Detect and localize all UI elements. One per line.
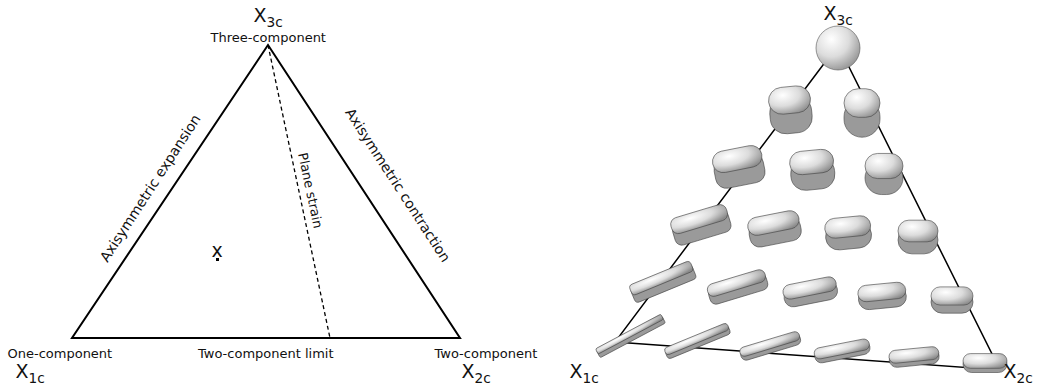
shape-glyph — [782, 276, 839, 309]
shape-glyph — [629, 260, 697, 303]
axis-label: x — [212, 241, 223, 260]
shape-glyph — [816, 26, 860, 70]
left-triangle — [72, 45, 460, 338]
shape-glyph — [963, 354, 1007, 373]
shape-glyph — [711, 144, 767, 191]
shape-glyph — [898, 220, 938, 254]
axis-label: Two-component — [435, 347, 538, 360]
axis-label: Three-component — [211, 31, 326, 44]
axis-label: X1c — [570, 362, 599, 385]
shape-glyph — [669, 203, 733, 247]
plane-strain-line — [268, 45, 330, 338]
axis-label: X2c — [462, 362, 491, 385]
shape-glyph — [706, 268, 770, 305]
axis-label: X3c — [824, 4, 853, 27]
shape-glyph — [789, 148, 837, 191]
axis-label: Plane strain — [296, 151, 325, 229]
shape-glyph — [888, 346, 939, 368]
shape-glyph — [664, 323, 731, 360]
shape-glyphs — [595, 26, 1007, 373]
shape-glyph — [746, 209, 803, 249]
shape-glyph — [595, 314, 665, 358]
shape-glyph — [813, 338, 871, 364]
shape-glyph — [767, 85, 813, 136]
shape-glyph — [824, 215, 873, 251]
shape-glyph — [857, 281, 907, 310]
axis-label: X2c — [1004, 362, 1033, 385]
axis-label: X3c — [254, 6, 283, 29]
axis-label: One-component — [8, 347, 113, 360]
shape-glyph — [739, 331, 802, 362]
shape-glyph — [865, 153, 903, 194]
axis-label: Axisymmetric expansion — [97, 112, 202, 264]
axis-label: Two-component limit — [198, 347, 334, 360]
shape-glyph — [931, 287, 973, 313]
axis-label: X1c — [16, 362, 45, 385]
shape-glyph — [844, 89, 880, 138]
right-triangle — [615, 45, 1000, 370]
